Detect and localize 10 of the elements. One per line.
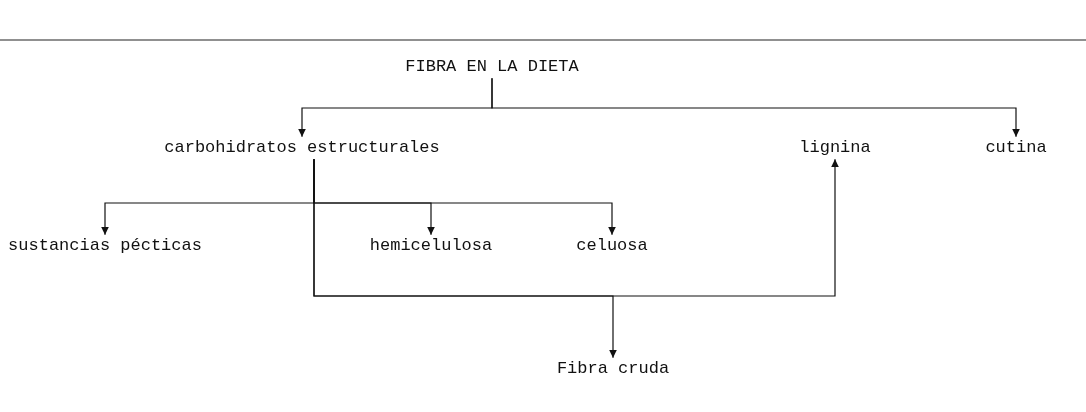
arrow — [313, 158, 617, 359]
node-label: carbohidratos estructurales — [164, 138, 440, 158]
node-label: sustancias pécticas — [8, 236, 202, 256]
node-label: hemicelulosa — [369, 236, 493, 256]
node-label: lignina — [799, 138, 871, 158]
node-label: Fibra cruda — [556, 359, 670, 379]
heading: FIBRA EN LA DIETA — [405, 57, 579, 77]
arrow — [491, 77, 1020, 138]
node-label: celuosa — [576, 236, 648, 256]
node-label: cutina — [985, 138, 1047, 158]
